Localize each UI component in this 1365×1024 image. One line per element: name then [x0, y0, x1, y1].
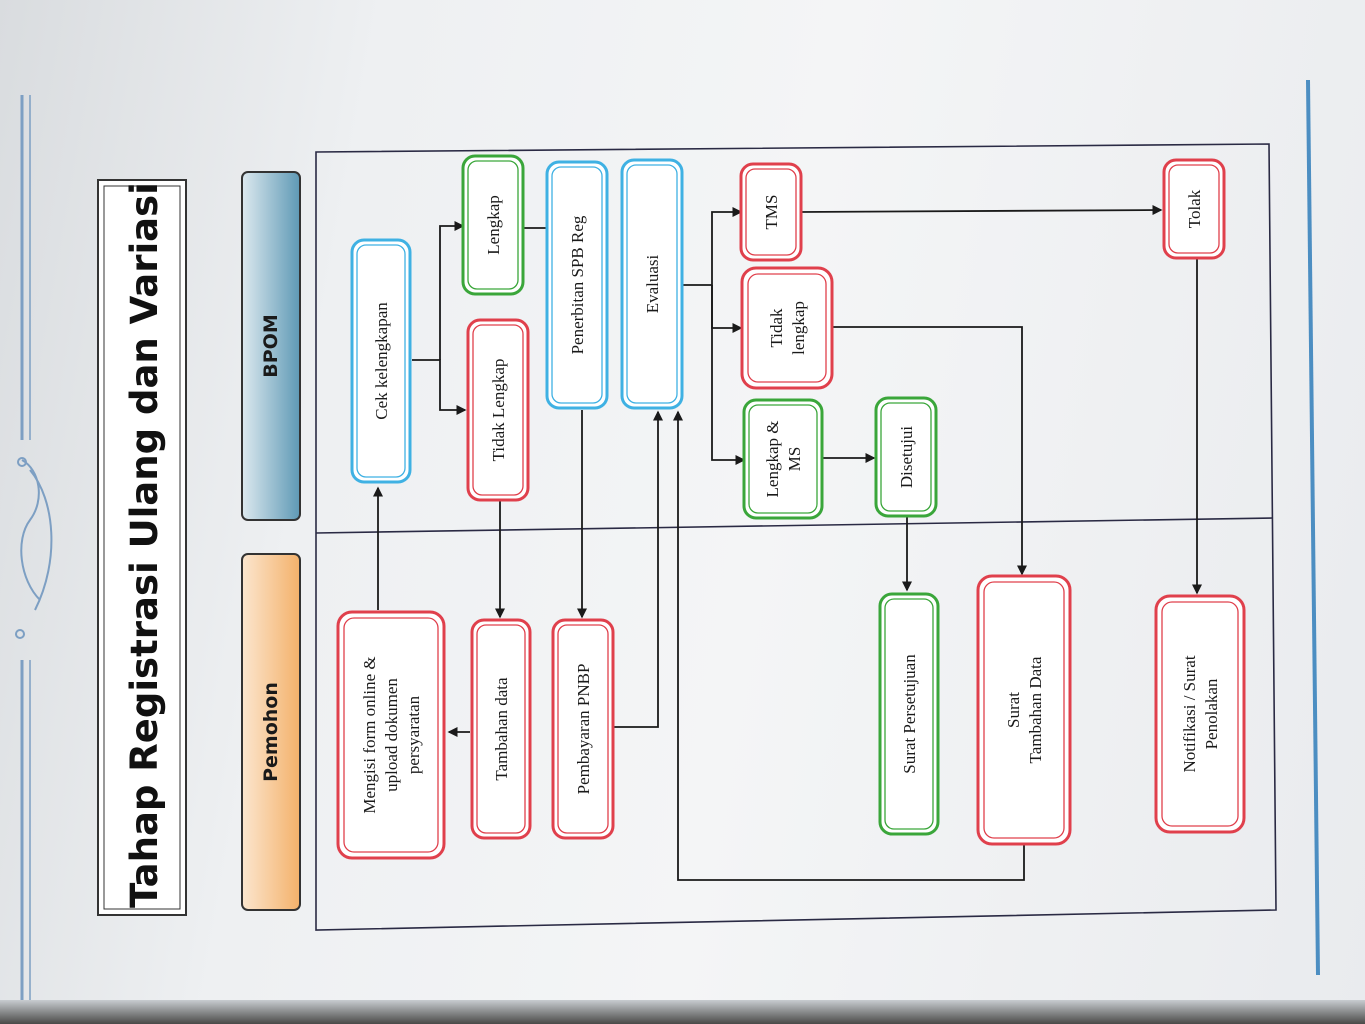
svg-text:Pemohon: Pemohon	[260, 682, 282, 782]
svg-text:Tahap Registrasi Ulang dan Var: Tahap Registrasi Ulang dan Variasi	[123, 182, 166, 908]
step-label-line: Tidak	[767, 308, 786, 348]
step-cek-kelengkapan: Cek kelengkapan	[350, 238, 412, 484]
step-label: Tolak	[1185, 189, 1204, 228]
step-label: Tambahan data	[492, 677, 511, 781]
step-label-line: Tolak	[1185, 189, 1204, 228]
table-edge	[0, 1000, 1365, 1024]
step-label-line: Tambahan Data	[1026, 656, 1045, 763]
step-label-line: TMS	[762, 195, 781, 230]
ornament-icon	[15, 457, 53, 639]
step-label-line: Tambahan data	[492, 677, 511, 781]
step-label-line: Pembayaran PNBP	[574, 664, 593, 795]
step-tidak-lengkap: Tidak Lengkap	[466, 318, 530, 502]
step-label: Cek kelengkapan	[372, 302, 391, 420]
step-label-line: Penolakan	[1202, 678, 1221, 749]
step-tambahan-data: Tambahan data	[470, 618, 532, 840]
step-label: Surat Persetujuan	[900, 654, 919, 774]
step-label: Lengkap	[484, 195, 503, 254]
step-label-line: Surat Persetujuan	[900, 654, 919, 774]
connectors	[373, 205, 1202, 881]
lane-header-pemohon: Pemohon	[241, 553, 301, 911]
step-lengkap: Lengkap	[461, 154, 525, 296]
step-label-line: Lengkap	[484, 195, 503, 254]
step-pembayaran-pnbp: Pembayaran PNBP	[551, 618, 615, 840]
step-label-line: lengkap	[789, 301, 808, 355]
step-label: Penerbitan SPB Reg	[568, 215, 587, 354]
step-surat-persetujuan: Surat Persetujuan	[878, 592, 940, 836]
step-label: Lengkap &MS	[763, 421, 804, 498]
step-evaluasi: Evaluasi	[620, 158, 684, 410]
step-label: Evaluasi	[643, 254, 662, 313]
step-tolak: Tolak	[1162, 158, 1226, 260]
step-label: Pembayaran PNBP	[574, 664, 593, 795]
swimlane-frame	[315, 143, 1277, 931]
step-label-line: Tidak Lengkap	[489, 359, 508, 462]
step-penerbitan-spb-reg: Penerbitan SPB Reg	[545, 160, 609, 410]
step-label-line: Notifikasi / Surat	[1180, 655, 1199, 772]
page-border	[20, 79, 1320, 1000]
step-disetujui: Disetujui	[874, 396, 938, 518]
step-label-line: MS	[785, 447, 804, 472]
step-label-line: Penerbitan SPB Reg	[568, 215, 587, 354]
svg-text:BPOM: BPOM	[260, 314, 282, 377]
step-label-line: upload dokumen	[382, 678, 401, 792]
step-label-line: Cek kelengkapan	[372, 302, 391, 420]
step-label-line: Lengkap &	[763, 421, 782, 498]
step-label-line: Surat	[1004, 692, 1023, 728]
step-lengkap-ms: Lengkap &MS	[742, 398, 824, 520]
step-label-line: Disetujui	[897, 426, 916, 489]
lane-header-bpom: BPOM	[241, 171, 301, 521]
step-label: Disetujui	[897, 426, 916, 489]
step-label-line: Evaluasi	[643, 254, 662, 313]
step-label: TMS	[762, 195, 781, 230]
step-tms: TMS	[739, 162, 803, 262]
step-label-line: persyaratan	[404, 695, 423, 774]
step-label: Tidak Lengkap	[489, 359, 508, 462]
page-title: Tahap Registrasi Ulang dan Variasi	[97, 179, 187, 916]
step-label-line: Mengisi form online &	[360, 656, 379, 813]
